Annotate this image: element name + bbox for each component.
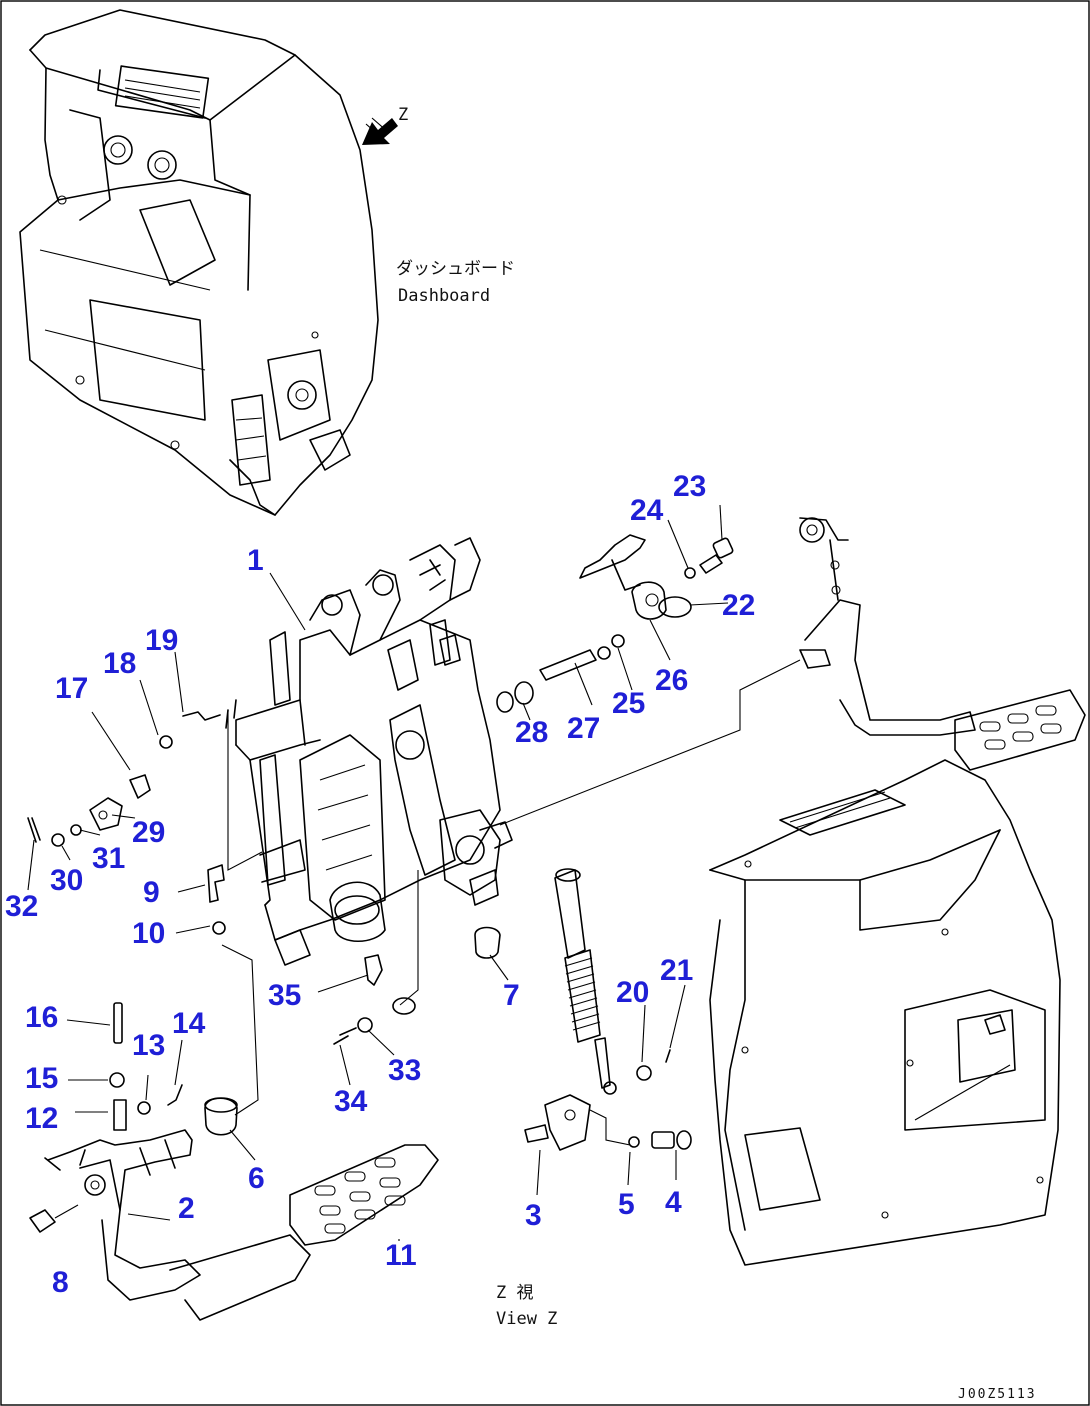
callout-19: 19	[145, 624, 178, 657]
callout-32: 32	[5, 890, 38, 923]
callout-27: 27	[567, 712, 600, 745]
callout-3: 3	[525, 1199, 542, 1232]
callout-11: 11	[385, 1239, 417, 1272]
cam-guide-line	[399, 870, 419, 1006]
callout-8: 8	[52, 1266, 69, 1299]
leader-lines	[27, 504, 729, 1241]
callout-23: 23	[673, 470, 706, 503]
callout-20: 20	[616, 976, 649, 1009]
pedal-bracket-assembly	[235, 537, 513, 966]
spring-cylinder	[524, 868, 692, 1151]
view-arrow-letter: Z	[398, 105, 408, 125]
callout-6: 6	[248, 1162, 265, 1195]
callout-28: 28	[515, 716, 548, 749]
callout-12: 12	[25, 1102, 58, 1135]
left-guide-line	[227, 710, 263, 871]
callout-25: 25	[612, 687, 645, 720]
callout-21: 21	[660, 954, 693, 987]
callout-13: 13	[132, 1029, 165, 1062]
right-pedal	[799, 517, 1086, 771]
callout-31: 31	[92, 842, 125, 875]
drawing-code: J00Z5113	[958, 1387, 1037, 1402]
lower-left-parts	[109, 926, 501, 1136]
callout-34: 34	[334, 1085, 368, 1118]
dashboard-view-z	[709, 759, 1061, 1266]
callout-22: 22	[722, 589, 755, 622]
callout-1: 1	[247, 544, 264, 577]
callout-26: 26	[655, 664, 688, 697]
callout-4: 4	[665, 1186, 682, 1219]
upper-left-parts	[27, 699, 237, 935]
callout-17: 17	[55, 672, 88, 705]
callout-18: 18	[103, 647, 136, 680]
callout-10: 10	[132, 917, 165, 950]
callout-30: 30	[50, 864, 83, 897]
pedal-pad	[289, 1144, 439, 1246]
view-label-en: View Z	[496, 1309, 557, 1329]
left-pedal	[29, 1129, 311, 1321]
callout-15: 15	[25, 1062, 58, 1095]
callout-9: 9	[143, 876, 160, 909]
callout-24: 24	[630, 494, 664, 527]
callout-5: 5	[618, 1188, 635, 1221]
right-pedal-link-line	[499, 659, 801, 826]
lower-guide-line	[221, 944, 259, 1116]
callout-labels: 1 2 3 4 5 6 7 8 9 10 11 12 13 14 15 16 1…	[5, 470, 755, 1299]
callout-2: 2	[178, 1192, 195, 1225]
callout-7: 7	[503, 979, 520, 1012]
dashboard-drawing	[19, 9, 379, 516]
view-label-jp: Z 視	[496, 1283, 533, 1303]
callout-29: 29	[132, 816, 165, 849]
upper-right-parts	[496, 534, 734, 713]
view-z-arrow: Z	[362, 105, 408, 145]
callout-33: 33	[388, 1054, 421, 1087]
callout-35: 35	[268, 979, 301, 1012]
callout-16: 16	[25, 1001, 58, 1034]
dashboard-label-en: Dashboard	[398, 286, 490, 306]
dashboard-label-jp: ダッシュボード	[396, 259, 515, 279]
callout-14: 14	[172, 1007, 206, 1040]
